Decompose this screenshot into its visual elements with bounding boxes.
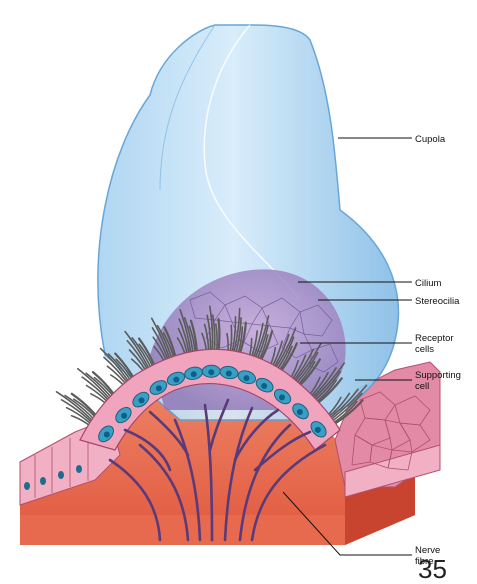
nucleus (121, 413, 127, 419)
label-supporting-cell-2: cell (415, 381, 429, 392)
nucleus (243, 375, 249, 381)
nucleus (208, 369, 214, 375)
nucleus (279, 394, 285, 400)
nucleus (104, 432, 110, 438)
label-receptor-cells-2: cells (415, 344, 434, 355)
label-cupola: Cupola (415, 134, 446, 145)
nucleus (226, 371, 232, 377)
nucleus (297, 409, 303, 415)
nucleus (191, 371, 197, 377)
nucleus (138, 397, 144, 403)
nucleus (156, 385, 162, 391)
nucleus (261, 383, 267, 389)
labels: Cupola Cilium Stereocilia Receptor cells… (415, 134, 461, 567)
label-receptor-cells-1: Receptor (415, 333, 454, 344)
label-cilium: Cilium (415, 278, 441, 289)
nucleus (173, 377, 179, 383)
page-number: 35 (418, 556, 447, 582)
label-stereocilia: Stereocilia (415, 296, 460, 307)
nucleus (315, 427, 321, 433)
label-supporting-cell-1: Supporting (415, 370, 461, 381)
